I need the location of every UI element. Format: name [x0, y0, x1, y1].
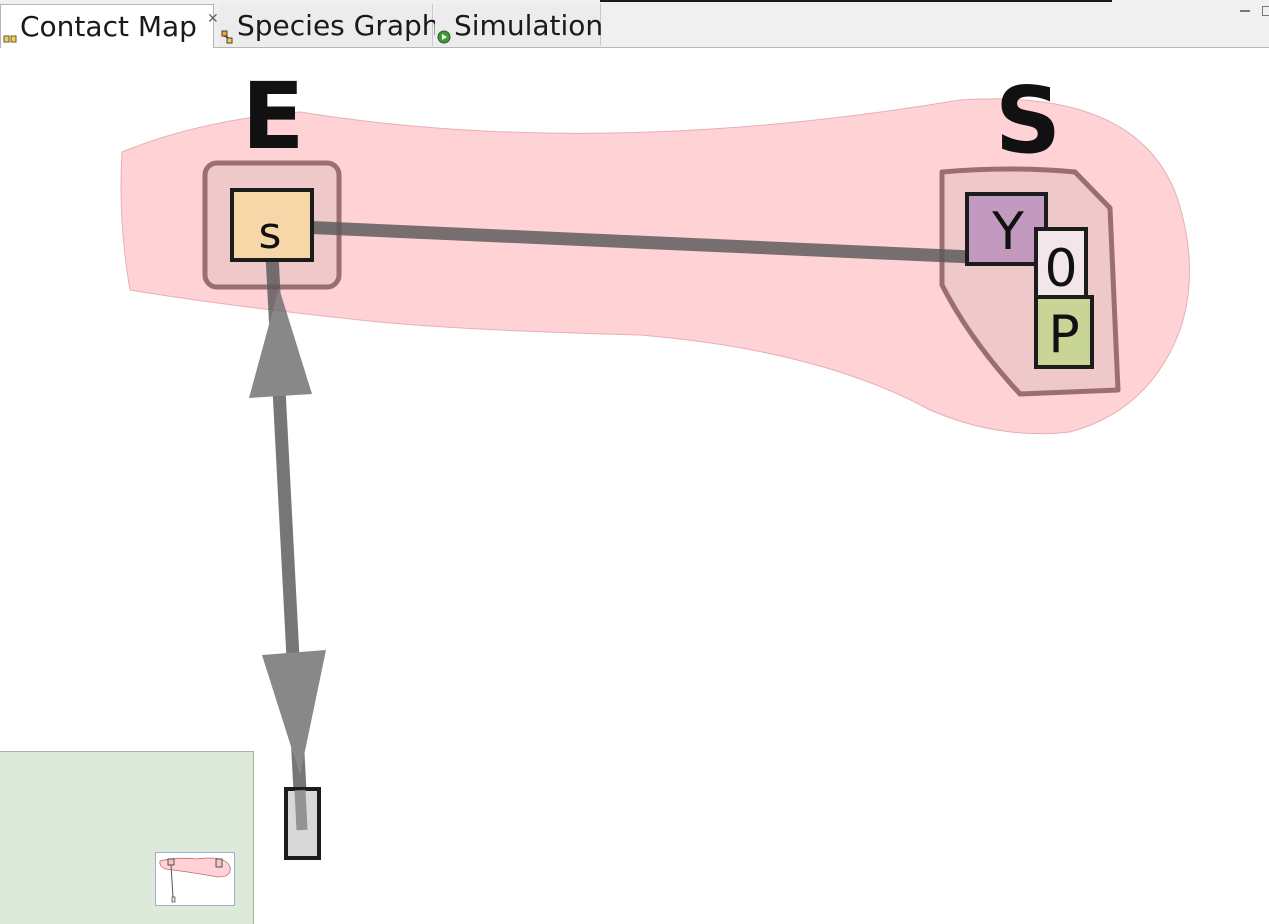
agent-s-label: S	[995, 67, 1061, 174]
species-graph-icon	[220, 18, 234, 44]
contact-map-canvas[interactable]: s Y 0 P E S	[0, 48, 1269, 924]
site-s-label: s	[259, 208, 282, 259]
bond-edges	[249, 220, 1041, 831]
tab-simulation[interactable]: Simulation	[435, 4, 604, 46]
overview-thumbnail[interactable]	[155, 852, 235, 906]
arrow-head-down	[262, 650, 326, 775]
editor-tab-bar: Contact Map ✕ Species Graph Simulation	[0, 0, 1269, 48]
complex-region	[120, 98, 1190, 435]
tab-species-graph[interactable]: Species Graph	[218, 4, 440, 46]
bond-s-y[interactable]	[299, 220, 1041, 267]
maximize-icon[interactable]	[1262, 6, 1269, 16]
site-y[interactable]	[965, 192, 1048, 266]
site-0[interactable]	[1034, 227, 1088, 300]
site-0-label: 0	[1044, 239, 1077, 299]
tab-label: Simulation	[454, 8, 604, 42]
tab-label: Species Graph	[237, 8, 440, 42]
tab-bar-divider	[600, 0, 1112, 2]
overview-panel[interactable]	[0, 751, 254, 924]
site-s[interactable]	[230, 188, 314, 262]
close-tab-icon[interactable]: ✕	[206, 10, 219, 27]
site-p[interactable]	[1034, 295, 1094, 369]
arrow-head-up	[249, 288, 312, 398]
tab-contact-map[interactable]: Contact Map ✕	[0, 4, 219, 48]
free-site-bond-tail	[294, 789, 308, 831]
contact-map-icon	[3, 20, 17, 42]
minimize-icon[interactable]	[1240, 6, 1250, 12]
site-p-label: P	[1048, 305, 1079, 365]
tab-label: Contact Map	[20, 10, 197, 43]
site-y-label: Y	[991, 202, 1024, 262]
agent-e-label: E	[242, 63, 305, 170]
simulation-play-icon	[437, 18, 451, 44]
